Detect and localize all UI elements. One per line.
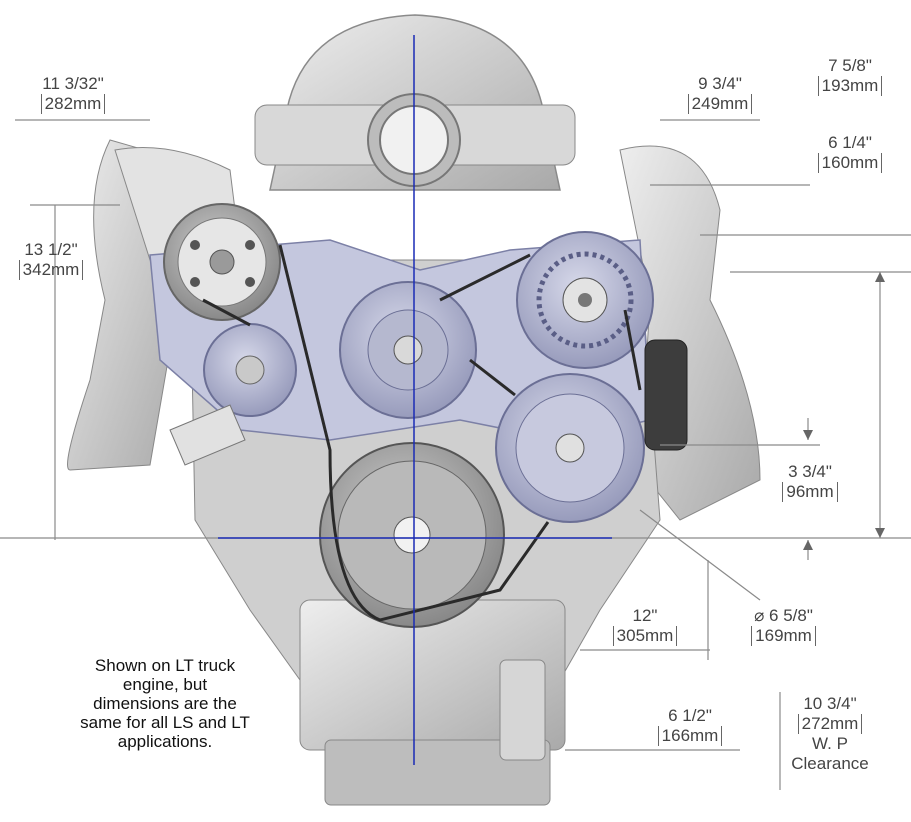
dimension-inches: 11 3/32" (42, 74, 104, 93)
alternator (516, 231, 654, 369)
power-steering-reservoir (644, 339, 688, 451)
note-line: same for all LS and LT (80, 713, 250, 732)
dimension-label-d3: 7 5/8" 193mm (795, 56, 905, 96)
dimension-label-d4: 6 1/4" 160mm (795, 133, 905, 173)
dimension-inches: 7 5/8" (828, 56, 872, 75)
crankshaft-pulley (319, 442, 505, 628)
dimension-inches: 9 3/4" (698, 74, 742, 93)
wp-label: W. P (812, 734, 848, 753)
dimension-label-d8: ⌀ 6 5/8" 169mm (726, 606, 841, 646)
serpentine-belt (202, 244, 642, 622)
water-pump-pulley (339, 281, 477, 419)
dimension-label-d9: 6 1/2" 166mm (635, 706, 745, 746)
note-line: dimensions are the (93, 694, 237, 713)
dimension-mm: 282mm (40, 94, 106, 114)
dimension-label-d1: 11 3/32" 282mm (18, 74, 128, 114)
dimension-label-d10: 10 3/4" 272mm W. P Clearance (775, 694, 885, 774)
dimension-inches: 13 1/2" (24, 240, 78, 259)
dimension-inches: 6 1/2" (668, 706, 712, 725)
exhaust-manifold-left (67, 139, 241, 471)
dimension-label-d5: 13 1/2" 342mm (6, 240, 96, 280)
intake-manifold (254, 14, 576, 191)
centerlines (218, 35, 612, 765)
application-note: Shown on LT truck engine, but dimensions… (50, 656, 280, 751)
dimension-inches: ⌀ 6 5/8" (754, 606, 813, 625)
dimension-mm: 193mm (817, 76, 883, 96)
note-line: Shown on LT truck (94, 656, 236, 675)
note-line: engine, but (122, 675, 208, 694)
dimension-inches: 6 1/4" (828, 133, 872, 152)
dimension-mm: 96mm (782, 482, 838, 502)
dimension-mm: 305mm (612, 626, 678, 646)
dimension-mm: 249mm (687, 94, 753, 114)
power-steering-pulley (495, 373, 645, 523)
dimension-mm: 169mm (751, 626, 816, 646)
dimension-mm: 166mm (657, 726, 723, 746)
dimension-inches: 12" (632, 606, 658, 625)
idler-pulley-left (203, 323, 297, 417)
dimension-label-d2: 9 3/4" 249mm (665, 74, 775, 114)
dimension-lines (0, 119, 911, 790)
dimension-mm: 272mm (797, 714, 863, 734)
dimension-inches: 3 3/4" (788, 462, 832, 481)
thermostat-housing (169, 404, 246, 466)
dimension-mm: 160mm (817, 153, 883, 173)
clearance-label: Clearance (791, 754, 869, 773)
dimension-label-d7: 12" 305mm (590, 606, 700, 646)
ac-compressor-pulley (163, 203, 281, 321)
dimension-mm: 342mm (18, 260, 84, 280)
dimension-inches: 10 3/4" (803, 694, 857, 713)
dimension-arrows (803, 272, 885, 550)
note-line: applications. (117, 732, 213, 751)
dimension-label-d6: 3 3/4" 96mm (755, 462, 865, 502)
